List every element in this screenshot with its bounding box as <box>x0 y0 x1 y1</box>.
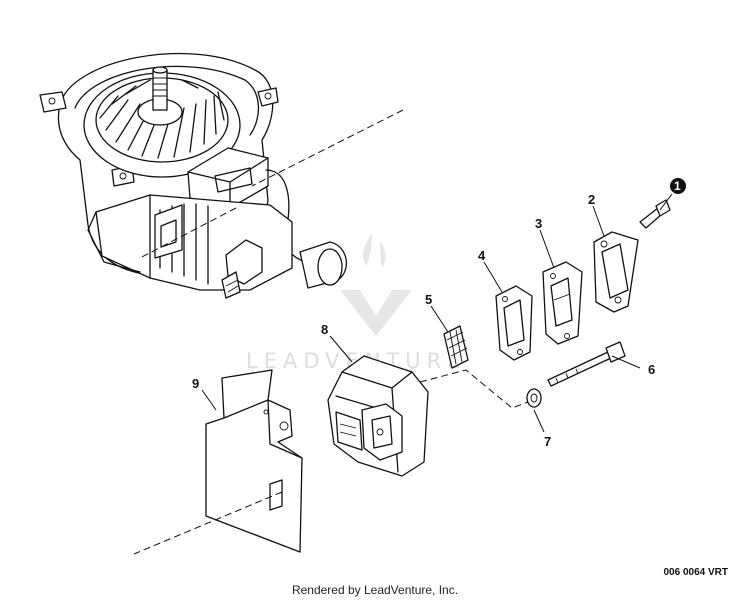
callout-1-badge-icon <box>670 178 686 194</box>
part-2-cover-plate <box>593 231 639 313</box>
part-7-washer <box>526 388 542 408</box>
diagram-reference-code: 006 0064 VRT <box>663 567 729 578</box>
callout-3: 3 <box>535 216 542 231</box>
part-9-heat-shield <box>205 369 303 553</box>
footer-credit: Rendered by LeadVenture, Inc. <box>291 583 459 597</box>
callout-2: 2 <box>588 192 595 207</box>
part-8-muffler <box>327 355 429 477</box>
callout-6: 6 <box>648 362 655 377</box>
callout-9: 9 <box>192 376 199 391</box>
watermark: LEADVENTURE <box>246 234 461 373</box>
callout-7: 7 <box>544 434 551 449</box>
callout-5: 5 <box>425 292 432 307</box>
part-4-gasket <box>495 285 533 361</box>
leader-lines <box>201 193 673 433</box>
assembly-centerline <box>133 109 529 555</box>
part-3-gasket <box>542 261 583 345</box>
part-6-bolt <box>547 341 626 387</box>
callout-1: 1 <box>674 179 681 193</box>
part-5-screen <box>443 325 469 369</box>
part-1-screw <box>639 199 671 229</box>
callout-8: 8 <box>321 322 328 337</box>
engine-assembly <box>39 52 348 299</box>
callout-4: 4 <box>478 248 486 263</box>
watermark-logo-icon <box>340 234 412 336</box>
callouts: 1 2 3 4 5 6 7 8 9 <box>192 178 686 449</box>
